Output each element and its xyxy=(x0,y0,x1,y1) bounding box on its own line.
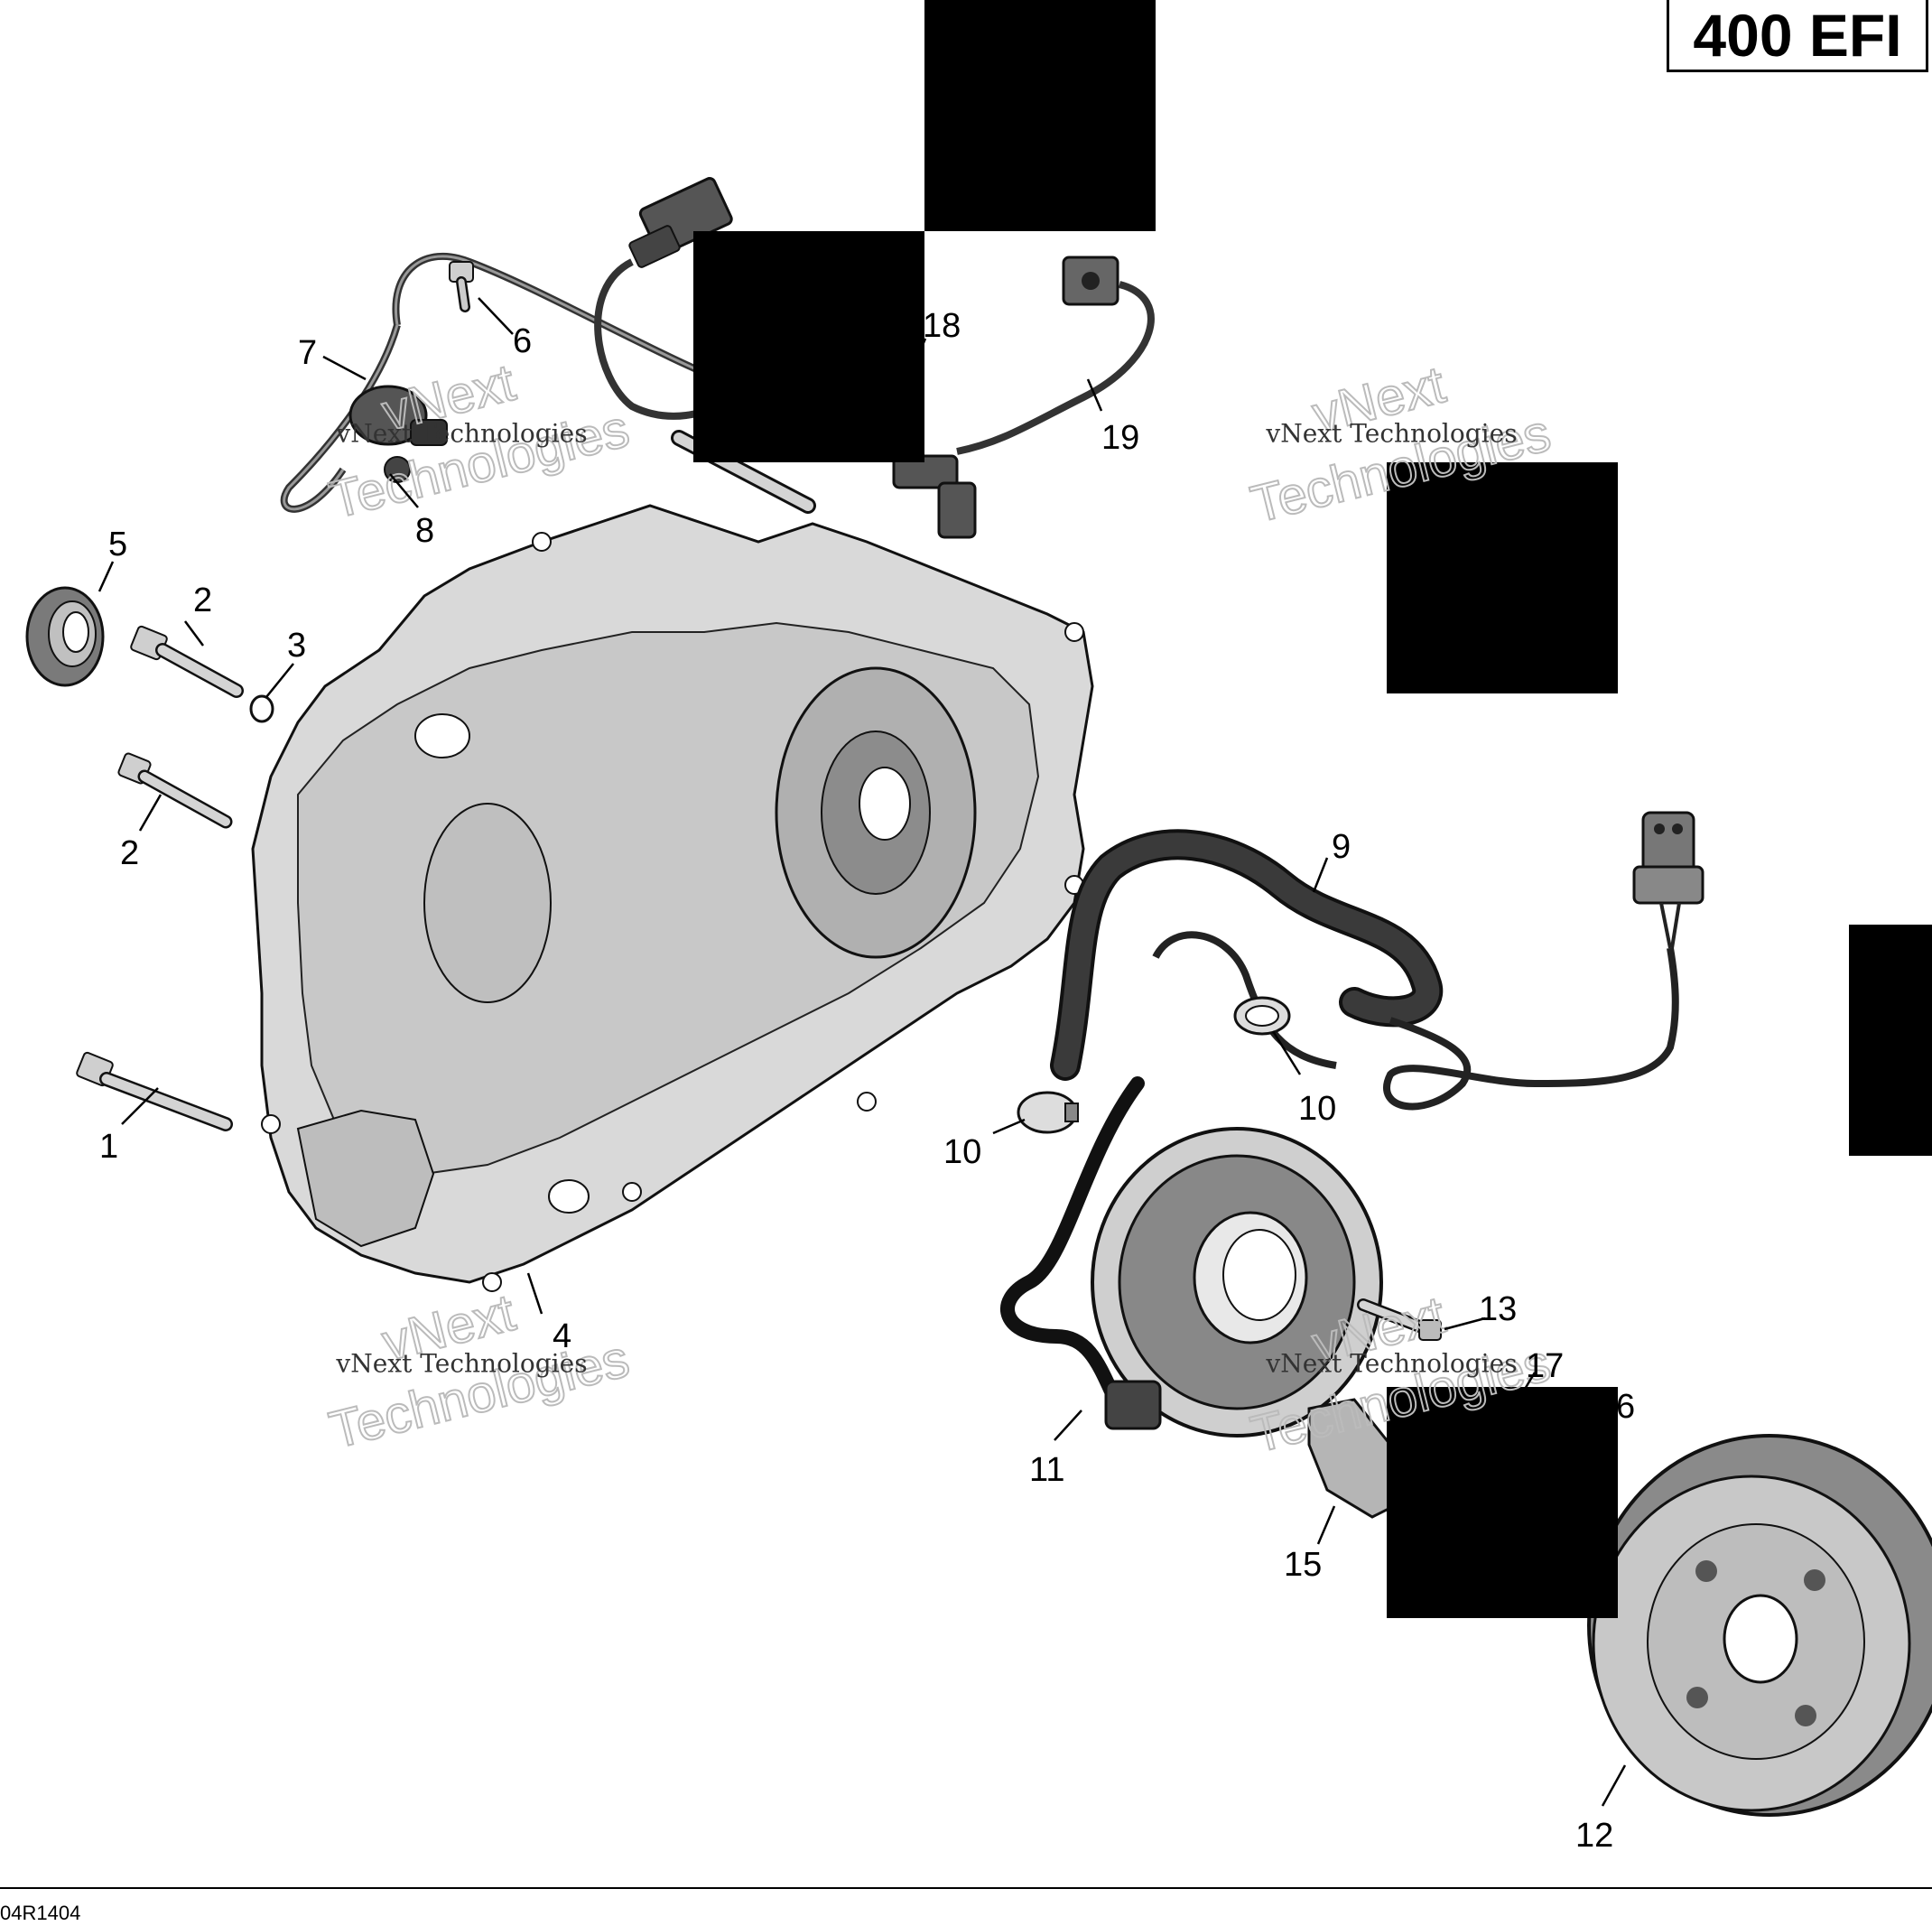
callout-labels: 1 2 2 3 4 5 6 7 8 9 10 10 11 12 13 15 6 … xyxy=(99,307,1635,1855)
watermark-3: vNext Technologies vNext Technologies xyxy=(323,1282,636,1461)
callout-18: 18 xyxy=(923,307,961,345)
rotor-12 xyxy=(1587,1434,1932,1817)
callout-19: 19 xyxy=(1101,419,1139,457)
bolt-1 xyxy=(76,1051,233,1131)
bolt-13 xyxy=(1357,1298,1442,1341)
callout-12: 12 xyxy=(1575,1817,1613,1855)
callout-5: 5 xyxy=(108,526,127,563)
oil-seal-5 xyxy=(25,586,105,687)
callout-8: 8 xyxy=(415,512,434,550)
wiring-harness-9 xyxy=(1050,811,1704,1111)
callout-2-upper: 2 xyxy=(193,582,212,619)
clamp-10-right xyxy=(1233,996,1291,1036)
callout-13: 13 xyxy=(1479,1290,1517,1328)
sensor-7 xyxy=(280,252,742,513)
callout-11: 11 xyxy=(1029,1451,1064,1489)
callout-7: 7 xyxy=(298,334,317,372)
stator-11 xyxy=(1000,1076,1383,1438)
redaction-block-1 xyxy=(924,0,1156,231)
callout-10-left: 10 xyxy=(943,1133,981,1171)
redaction-block-2 xyxy=(693,231,924,462)
speed-sensor-19 xyxy=(892,256,1155,539)
svg-text:vNext Technologies: vNext Technologies xyxy=(1265,419,1517,449)
leader-lines xyxy=(98,297,1627,1807)
callout-4: 4 xyxy=(553,1317,571,1355)
svg-text:vNext Technologies: vNext Technologies xyxy=(1265,1349,1517,1379)
callout-3: 3 xyxy=(287,627,306,665)
callout-17: 17 xyxy=(1526,1347,1564,1385)
redaction-block-5 xyxy=(1387,1387,1618,1618)
bolt-2-upper xyxy=(130,625,244,698)
callout-2-lower: 2 xyxy=(120,834,139,872)
callout-15: 15 xyxy=(1284,1546,1322,1584)
footer-rule xyxy=(0,1887,1932,1889)
o-ring-3 xyxy=(249,694,274,723)
svg-text:vNext Technologies: vNext Technologies xyxy=(335,1349,587,1379)
redaction-block-3 xyxy=(1387,462,1618,693)
redaction-block-4 xyxy=(1849,925,1932,1156)
callout-16: 6 xyxy=(1616,1388,1635,1426)
callout-6: 6 xyxy=(513,322,532,360)
callout-1: 1 xyxy=(99,1128,118,1166)
bolt-2-lower xyxy=(117,752,233,829)
crankcase-housing xyxy=(251,504,1094,1292)
callout-10-right: 10 xyxy=(1298,1090,1336,1128)
reference-code: 04R1404 xyxy=(0,1902,81,1924)
callout-9: 9 xyxy=(1332,828,1351,866)
clamp-10-left xyxy=(1017,1091,1079,1134)
watermark-1: vNext Technologies vNext Technologies xyxy=(323,352,636,531)
svg-text:vNext Technologies: vNext Technologies xyxy=(335,419,587,449)
model-label: 400 EFI xyxy=(1667,0,1928,72)
bolt-6 xyxy=(449,261,474,312)
